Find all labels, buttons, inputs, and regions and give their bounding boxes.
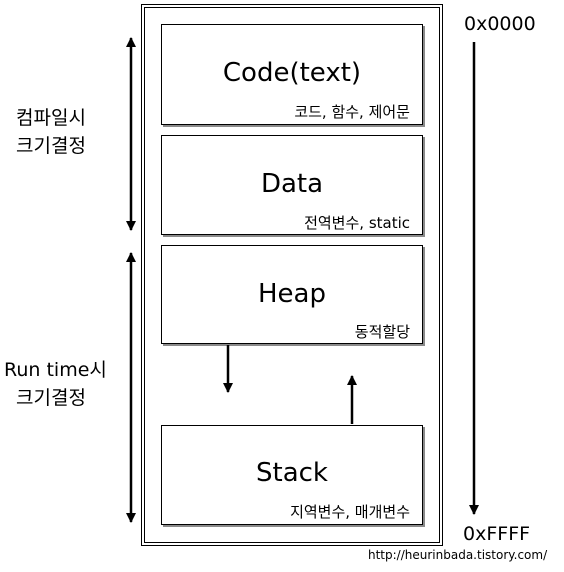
run-time-label-line-1: Run time시 [4,359,107,381]
data-segment: Data 전역변수, static [161,135,423,235]
compile-time-label: 컴파일시 크기결정 [16,104,86,160]
memory-outer-frame [141,4,443,546]
address-start-label: 0x0000 [464,13,536,35]
data-segment-title: Data [260,169,324,199]
stack-segment: Stack 지역변수, 매개변수 [161,425,423,525]
stack-segment-subtitle: 지역변수, 매개변수 [290,503,410,521]
data-segment-subtitle: 전역변수, static [304,214,410,232]
memory-inner-frame [144,7,440,543]
run-time-label: Run time시 크기결정 [4,356,107,412]
code-segment-subtitle: 코드, 함수, 제어문 [294,103,410,121]
source-url: http://heurinbada.tistory.com/ [368,548,548,562]
code-segment-title: Code(text) [222,58,362,88]
stack-segment-title: Stack [256,458,328,488]
heap-segment-title: Heap [258,279,326,309]
code-segment: Code(text) 코드, 함수, 제어문 [161,24,423,125]
heap-segment: Heap 동적할당 [161,245,423,344]
address-end-label: 0xFFFF [463,523,531,545]
heap-segment-subtitle: 동적할당 [354,323,410,341]
compile-time-label-line-1: 컴파일시 [16,107,86,129]
run-time-label-line-2: 크기결정 [16,387,86,409]
compile-time-label-line-2: 크기결정 [16,135,86,157]
